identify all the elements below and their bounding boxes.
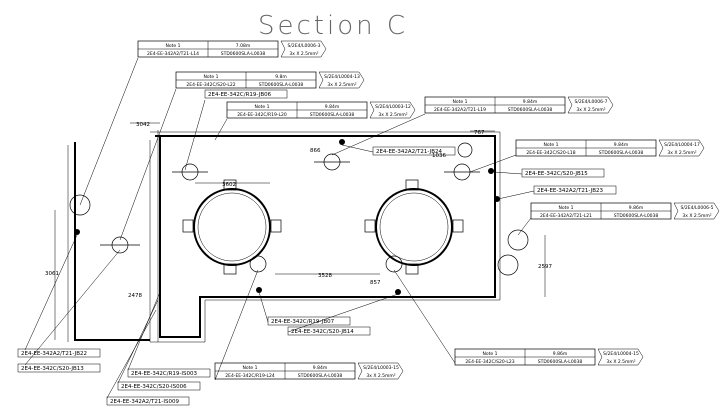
cable-ref: S/2E4/L0003-12: [375, 104, 411, 110]
cable-table: Note 1 7.08m 2E4-EE-342A2/T21-L14 STD0600SL…: [137, 40, 327, 58]
tag-text: 2E4-EE-342C/S20-IS006: [121, 384, 187, 390]
dimensions: 3042 866 767 1036 3602 3528 857 2597 306…: [45, 122, 552, 340]
dim-767: 767: [474, 130, 485, 136]
equipment-left: [182, 179, 282, 275]
tag-text: 2E4-EE-342C/R19-JB07: [271, 319, 335, 325]
tag-text: 2E4-EE-342C/S20-JB15: [525, 171, 588, 177]
tag-label: 2E4-EE-342A2/T21-JB22: [17, 348, 101, 358]
dim-2478: 2478: [128, 293, 142, 299]
cable-type: STD0600SLA-L0038: [221, 51, 266, 57]
tag-text: 2E4-EE-342C/S20-JB14: [291, 329, 354, 335]
leader-lines: [24, 57, 535, 399]
cable-length: 9.86m: [629, 205, 643, 211]
fixtures: [69, 139, 529, 295]
tag-label: 2E4-EE-342C/S20-JB15: [521, 168, 605, 178]
tag-text: 2E4-EE-342C/S20-JB13: [21, 366, 84, 372]
cable-length: 9.86m: [553, 351, 567, 357]
cable-note: Note 1: [255, 104, 270, 110]
cable-size: 3x X 2.5mm²: [576, 107, 605, 113]
dim-3061: 3061: [45, 271, 59, 277]
cable-table: Note 1 9.84m 2E4-EE-342A2/T21-L19 STD0600SL…: [424, 96, 614, 114]
tag-text: 2E4-EE-342A2/T21-JB22: [21, 351, 87, 357]
cable-table: Note 1 9.86m 2E4-EE-342C/S20-L23 STD0600SLA…: [454, 348, 644, 366]
cable-ref: S/2E4/L0003-15: [363, 365, 399, 371]
tag-label: 2E4-EE-342C/R19-JB07: [267, 316, 351, 326]
cable-table: Note 1 9.84m 2E4-EE-342C/S20-L18 STD0600SLA…: [515, 139, 705, 157]
tag-text: 2E4-EE-342A2/T21-JB23: [537, 188, 604, 194]
cable-note: Note 1: [559, 205, 574, 211]
cable-cable: 2E4-EE-342A2/T21-L19: [434, 107, 486, 113]
tag-labels: 2E4-EE-342C/R19-JB06 2E4-EE-342A2/T21-JB2…: [17, 89, 617, 406]
cable-size: 3x X 2.5mm²: [682, 213, 711, 219]
cable-note: Note 1: [544, 142, 559, 148]
tag-text: 2E4-EE-342A2/T21-IS009: [110, 399, 179, 405]
cable-cable: 2E4-EE-342C/S20-L23: [465, 359, 514, 365]
cable-length: 9.8m: [275, 74, 287, 80]
dim-1036: 1036: [432, 153, 446, 159]
cable-cable: 2E4-EE-342C/S20-L18: [526, 150, 575, 156]
cable-type: STD0600SLA-L0038: [508, 107, 553, 113]
cable-note: Note 1: [204, 74, 219, 80]
cable-ref: S/2E4/L0006-7: [575, 99, 608, 105]
dim-3528: 3528: [318, 273, 332, 279]
cable-size: 3x X 2.5mm²: [378, 112, 407, 118]
cable-ref: S/2E4/L0004-17: [664, 142, 700, 148]
tag-label: 2E4-EE-342A2/T21-JB24: [372, 146, 456, 156]
cable-ref: S/2E4/L0006-3: [288, 43, 321, 49]
cable-length: 7.08m: [236, 43, 250, 49]
drawing-title: Section C: [258, 11, 408, 41]
cable-size: 3x X 2.5mm²: [289, 51, 318, 57]
cable-length: 9.84m: [313, 365, 327, 371]
cable-length: 9.84m: [614, 142, 628, 148]
cable-size: 3x X 2.5mm²: [327, 82, 356, 88]
cable-ref: S/2E4/L0006-5: [681, 205, 714, 211]
tag-text: 2E4-EE-342C/R19-JB06: [208, 92, 272, 98]
cable-cable: 2E4-EE-342C/R19-L20: [237, 112, 287, 118]
tag-label: 2E4-EE-342C/S20-JB14: [287, 326, 371, 336]
cable-type: STD0600SLA-L0038: [614, 213, 659, 219]
cable-size: 3x X 2.5mm²: [366, 373, 395, 379]
cable-table: Note 1 9.84m 2E4-EE-342C/R19-L20 STD0600SLA…: [226, 101, 416, 119]
cable-table: Note 1 9.8m 2E4-EE-342C/S20-L22 STD0600SLA-…: [175, 71, 365, 89]
cable-length: 9.84m: [523, 99, 537, 105]
dim-3042: 3042: [136, 122, 150, 128]
room-outline: [67, 130, 501, 343]
cable-type: STD0600SLA-L0038: [310, 112, 355, 118]
cable-note: Note 1: [483, 351, 498, 357]
cable-type: STD0600SLA-L0038: [298, 373, 343, 379]
cable-cable: 2E4-EE-342C/R19-L24: [225, 373, 275, 379]
cable-type: STD0600SLA-L0038: [538, 359, 583, 365]
cable-type: STD0600SLA-L0038: [599, 150, 644, 156]
tag-label: 2E4-EE-342A2/T21-JB23: [533, 185, 617, 195]
cable-length: 9.84m: [325, 104, 339, 110]
tag-label: 2E4-EE-342C/R19-JB06: [204, 89, 288, 99]
cable-cable: 2E4-EE-342A2/T21-L14: [147, 51, 199, 57]
cable-size: 3x X 2.5mm²: [606, 359, 635, 365]
tag-label: 2E4-EE-342A2/T21-IS009: [106, 396, 190, 406]
tag-text: 2E4-EE-342C/R19-IS003: [131, 371, 198, 377]
cable-cable: 2E4-EE-342A2/T21-L21: [540, 213, 592, 219]
cable-type: STD0600SLA-L0038: [259, 82, 304, 88]
tag-text: 2E4-EE-342A2/T21-JB24: [376, 149, 443, 155]
cable-note: Note 1: [453, 99, 468, 105]
dim-866: 866: [310, 148, 321, 154]
cable-size: 3x X 2.5mm²: [667, 150, 696, 156]
cable-table: Note 1 9.86m 2E4-EE-342A2/T21-L21 STD0600SL…: [530, 202, 720, 220]
cable-cable: 2E4-EE-342C/S20-L22: [186, 82, 235, 88]
tag-label: 2E4-EE-342C/S20-IS006: [117, 381, 201, 391]
cable-note: Note 1: [166, 43, 181, 49]
equipment-right: [364, 179, 464, 275]
cable-ref: S/2E4/L0004-13: [324, 74, 360, 80]
cable-note: Note 1: [243, 365, 258, 371]
cable-ref: S/2E4/L0004-15: [603, 351, 639, 357]
tag-label: 2E4-EE-342C/R19-IS003: [127, 368, 211, 378]
dim-3602: 3602: [222, 182, 236, 188]
tag-label: 2E4-EE-342C/S20-JB13: [17, 363, 101, 373]
dim-857: 857: [370, 280, 381, 286]
cable-table: Note 1 9.84m 2E4-EE-342C/R19-L24 STD0600SLA…: [214, 362, 404, 380]
